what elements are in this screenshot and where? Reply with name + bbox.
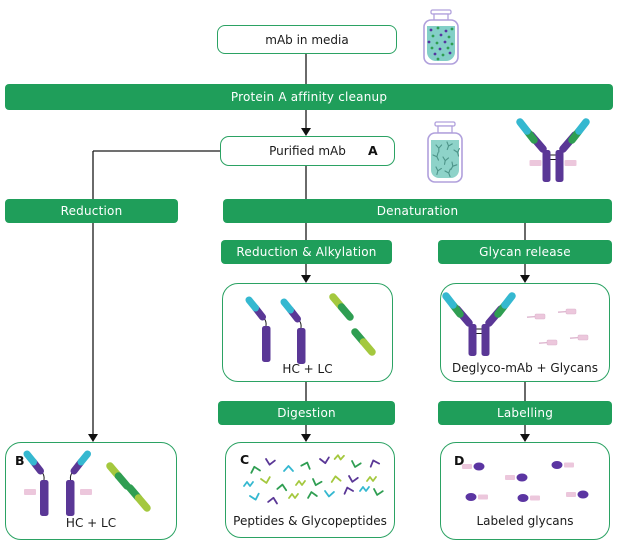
- box-hc-lc-mid: [222, 283, 393, 382]
- tag-b: B: [15, 453, 25, 468]
- step-reduction-alkylation-label: Reduction & Alkylation: [236, 245, 377, 259]
- step-glycan-release-label: Glycan release: [479, 245, 571, 259]
- box-deglyco-label: Deglyco-mAb + Glycans: [452, 361, 598, 375]
- node-mab-in-media-label: mAb in media: [265, 32, 349, 47]
- labeled-glycan-icon: [462, 461, 589, 502]
- box-labeled-glycans: [440, 442, 610, 540]
- step-reduction-alkylation: Reduction & Alkylation: [221, 240, 392, 264]
- node-purified-mab: Purified mAb: [220, 136, 395, 166]
- step-digestion: Digestion: [218, 401, 395, 425]
- box-hc-lc-mid-label: HC + LC: [282, 362, 333, 376]
- box-labeled-glycans-label: Labeled glycans: [476, 514, 574, 528]
- box-peptides: [225, 442, 395, 538]
- node-purified-mab-label: Purified mAb: [269, 144, 346, 158]
- antibody-icon: [520, 122, 586, 182]
- heavy-chain-icon: [24, 454, 92, 516]
- step-reduction: Reduction: [5, 199, 178, 223]
- purified-vial-icon: [427, 121, 463, 183]
- box-hc-lc-b-label: HC + LC: [65, 516, 117, 530]
- box-deglyco: [440, 283, 610, 382]
- tag-d: D: [454, 453, 465, 468]
- step-labelling-label: Labelling: [496, 406, 554, 420]
- tag-c: C: [240, 452, 250, 467]
- step-protein-a-cleanup-label: Protein A affinity cleanup: [230, 90, 388, 104]
- arrowhead-icon: [88, 128, 530, 442]
- step-protein-a-cleanup: Protein A affinity cleanup: [5, 84, 613, 110]
- step-labelling: Labelling: [438, 401, 612, 425]
- box-hc-lc-b: [5, 442, 177, 540]
- step-glycan-release: Glycan release: [438, 240, 612, 264]
- flow-connector-lines: [92, 54, 526, 435]
- step-reduction-label: Reduction: [60, 204, 123, 218]
- node-mab-in-media: mAb in media: [217, 25, 397, 54]
- media-vial-icon: [423, 9, 459, 65]
- step-denaturation-label: Denaturation: [376, 204, 459, 218]
- step-denaturation: Denaturation: [223, 199, 612, 223]
- tag-a: A: [368, 143, 378, 158]
- step-digestion-label: Digestion: [277, 406, 336, 420]
- box-peptides-label: Peptides & Glycopeptides: [233, 514, 387, 528]
